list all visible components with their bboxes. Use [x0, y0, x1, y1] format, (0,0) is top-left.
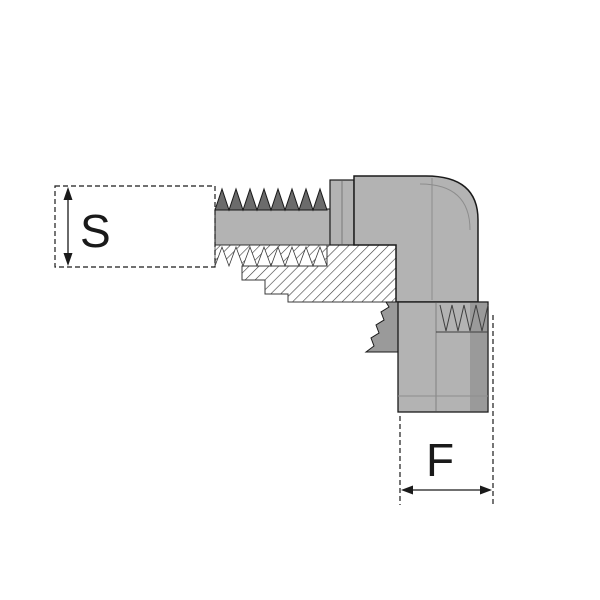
section-hatch-elbow-wall — [241, 244, 397, 303]
f-arrowhead-left-icon — [401, 485, 413, 495]
dimension-f-label: F — [426, 434, 454, 486]
dimension-s-label: S — [80, 205, 111, 257]
nut-serrated-skirt — [364, 301, 401, 353]
s-arrowhead-down-icon — [63, 253, 73, 266]
nut-chamfer-shade — [470, 303, 487, 411]
f-arrowhead-right-icon — [480, 485, 492, 495]
s-dimension-dashed-box — [54, 185, 216, 268]
hose-barb-teeth — [214, 187, 328, 212]
elbow-corner-highlight — [419, 183, 471, 231]
nut-knurl-serration — [439, 304, 489, 332]
section-hatch-lower-barbs — [214, 244, 328, 268]
s-arrowhead-up-icon — [63, 187, 73, 200]
